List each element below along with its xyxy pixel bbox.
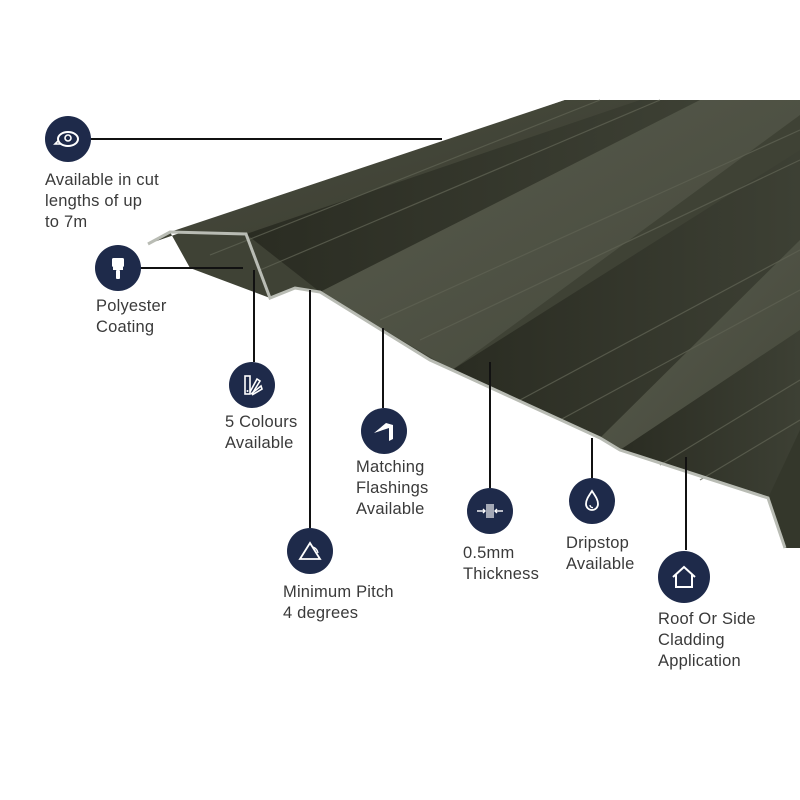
water-drop-icon [569,478,615,524]
colour-swatch-icon [229,362,275,408]
feature-label: Polyester Coating [96,297,167,336]
paint-brush-icon [95,245,141,291]
feature-label: Minimum Pitch 4 degrees [283,583,394,622]
feature-label: 0.5mm Thickness [463,544,540,583]
feature-label: Available in cut lengths of up to 7m [45,171,159,231]
pitch-angle-icon [287,528,333,574]
house-icon [658,551,710,603]
feature-label: Dripstop Available [566,534,635,573]
feature-label: Roof Or Side Cladding Application [658,610,756,670]
tape-measure-icon [45,116,91,162]
feature-label: 5 Colours Available [225,413,298,452]
thickness-icon [467,488,513,534]
feature-label: Matching Flashings Available [356,458,429,518]
flashing-icon [361,408,407,454]
